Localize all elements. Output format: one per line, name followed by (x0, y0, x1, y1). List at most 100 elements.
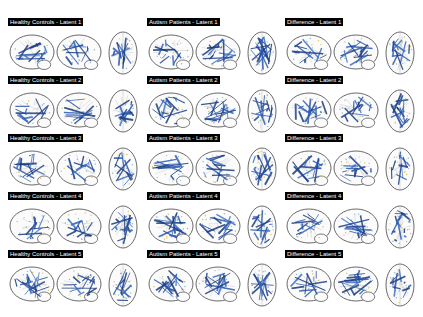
region-dot (320, 223, 321, 224)
panel-title-text: Autism Patients - Latent 3 (149, 135, 218, 141)
connection-line (340, 42, 361, 59)
panel-title: Autism Patients - Latent 4 (147, 192, 220, 200)
region-dot (410, 233, 411, 234)
region-dot (409, 229, 410, 230)
region-dot (392, 241, 393, 242)
connection-line (400, 41, 405, 63)
connection-line (345, 175, 363, 177)
brain-outline (287, 151, 331, 185)
region-dot (87, 284, 88, 285)
region-dot (365, 280, 366, 281)
region-dot (267, 278, 268, 279)
region-dot (78, 172, 79, 173)
region-dot (132, 164, 133, 165)
connection-line (400, 108, 405, 123)
connection-line (71, 163, 88, 174)
region-dot (231, 226, 232, 227)
panel-title: Autism Patients - Latent 2 (147, 76, 220, 84)
connection-line (20, 176, 31, 182)
region-dot (222, 97, 223, 98)
connection-line (251, 50, 259, 59)
region-dot (262, 222, 263, 223)
region-dot (271, 220, 272, 221)
region-dot (79, 60, 80, 61)
region-dot (28, 100, 29, 101)
region-dot (367, 118, 368, 119)
region-dot (18, 171, 19, 172)
region-dot (207, 161, 208, 162)
region-dot (263, 176, 264, 177)
sulcus-line (204, 106, 212, 108)
region-dot (173, 52, 174, 53)
connection-line (207, 225, 226, 233)
connection-line (357, 226, 361, 233)
connection-line (404, 236, 406, 237)
connection-line (354, 55, 372, 58)
region-dot (26, 226, 27, 227)
region-dot (406, 241, 407, 242)
connection-line (18, 43, 40, 54)
region-dot (205, 219, 206, 220)
brain-outline (149, 93, 193, 127)
region-dot (183, 118, 184, 119)
region-dot (78, 278, 79, 279)
cerebellum-outline (177, 60, 190, 70)
region-dot (308, 288, 309, 289)
region-dot (258, 64, 259, 65)
connection-line (308, 99, 311, 124)
region-dot (395, 101, 396, 102)
region-dot (229, 178, 230, 179)
brain-outline (109, 148, 137, 190)
connection-line (403, 157, 407, 168)
region-dot (221, 46, 222, 47)
connection-line (78, 292, 84, 295)
connection-line (359, 53, 362, 58)
connection-line (205, 119, 217, 121)
connection-line (325, 163, 326, 165)
region-dot (48, 228, 49, 229)
region-dot (187, 228, 188, 229)
brain-outline (334, 209, 378, 243)
cerebellum-outline (177, 118, 190, 128)
connection-line (18, 233, 42, 234)
region-dot (258, 274, 259, 275)
connection-line (266, 108, 268, 111)
region-dot (83, 111, 84, 112)
connection-line (120, 229, 130, 231)
panel-title: Healthy Controls - Latent 4 (8, 192, 83, 200)
panel-title-text: Healthy Controls - Latent 3 (10, 135, 81, 141)
connection-line (253, 156, 255, 163)
connection-line (254, 233, 258, 240)
region-dot (73, 235, 74, 236)
panel-title: Autism Patients - Latent 1 (147, 18, 220, 26)
region-dot (307, 41, 308, 42)
region-dot (305, 97, 306, 98)
panel-title-text: Difference - Latent 2 (287, 77, 341, 83)
region-dot (389, 167, 390, 168)
region-dot (362, 116, 363, 117)
region-dot (93, 160, 94, 161)
brain-outline (386, 206, 414, 248)
region-dot (180, 180, 181, 181)
region-dot (312, 273, 313, 274)
region-dot (318, 280, 319, 281)
region-dot (115, 284, 116, 285)
region-dot (409, 113, 410, 114)
connection-line (394, 281, 396, 297)
region-dot (396, 63, 397, 64)
brain-outline (57, 151, 101, 185)
connection-line (168, 97, 178, 98)
region-dot (85, 276, 86, 277)
region-dot (370, 278, 371, 279)
panel-title: Healthy Controls - Latent 3 (8, 134, 83, 142)
connection-line (170, 272, 184, 292)
sulcus-line (394, 170, 397, 177)
cerebellum-outline (224, 60, 237, 70)
connection-line (320, 111, 321, 112)
region-dot (69, 155, 70, 156)
region-dot (226, 279, 227, 280)
region-dot (203, 277, 204, 278)
panel-title-text: Healthy Controls - Latent 2 (10, 77, 81, 83)
connection-line (211, 53, 228, 64)
connection-line (113, 51, 114, 55)
